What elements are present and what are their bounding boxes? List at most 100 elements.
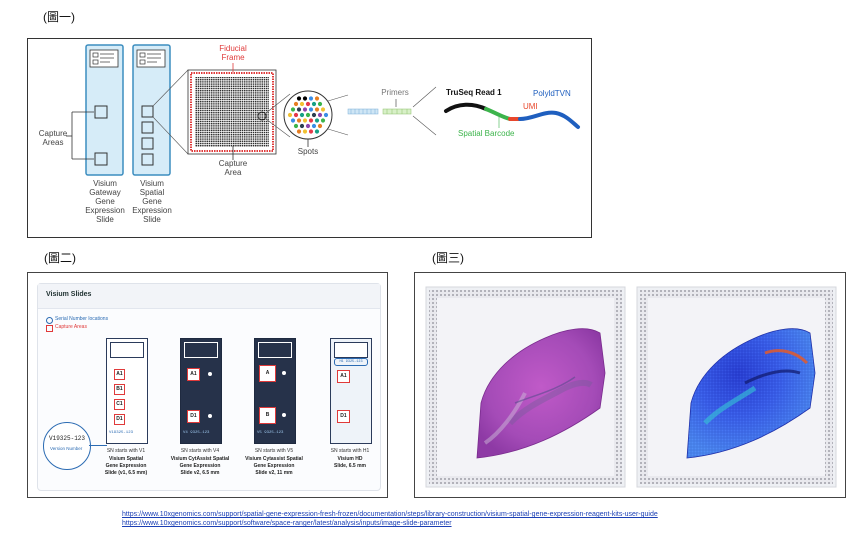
- figure-2-tag: (圖二): [44, 251, 76, 265]
- slide-v5-area-a: A: [259, 365, 276, 382]
- spot-dot: [317, 112, 323, 118]
- spot-dot: [296, 118, 302, 123]
- spot-dot: [311, 101, 317, 107]
- slide-v4-area-a1: A1: [187, 368, 200, 381]
- serial-legend-label: Serial Number locations: [55, 316, 109, 322]
- figure-3-tag: (圖三): [432, 251, 464, 265]
- spot-dot: [305, 123, 311, 129]
- capture-area-label: Capture Area: [218, 159, 248, 177]
- slide-v5: A B V5 9325-123: [254, 338, 296, 444]
- version-number-label: Version Number: [50, 446, 83, 451]
- spot-dot: [314, 129, 320, 134]
- slide-v1-serial: V19325-123: [109, 431, 134, 435]
- slide-v4-label-area: [184, 342, 218, 358]
- polyd-label: PolyldTVN: [533, 89, 571, 98]
- spot-dot: [308, 96, 314, 101]
- serial-example: V19325-123: [49, 435, 86, 442]
- slide-v5-area-b: B: [259, 407, 276, 424]
- spot-dot: [302, 96, 308, 101]
- slide-v4-name: Visium CytAssist Spatial Gene Expression…: [170, 456, 230, 476]
- slide-h1-sn: SN starts with H1: [330, 448, 370, 454]
- slide-v5-dot-2: [282, 413, 286, 417]
- spatial-slide: [132, 44, 171, 176]
- spot-dot: [299, 123, 305, 129]
- spot-dot: [314, 107, 320, 112]
- slide-v4-sn: SN starts with V4: [180, 448, 220, 454]
- spot-dot: [302, 107, 308, 112]
- spot-dot: [296, 129, 302, 134]
- primers-graphic: [347, 99, 412, 115]
- capture-legend-label: Capture Areas: [55, 324, 87, 330]
- spot-dot: [308, 129, 314, 134]
- spot-dot: [308, 118, 314, 123]
- zoom-lines: [152, 69, 189, 155]
- spot-heatmap-image: [636, 286, 837, 488]
- slide-v5-dot-1: [282, 371, 286, 375]
- he-stain-image: [425, 286, 626, 488]
- slide-v4-dot-1: [208, 372, 212, 376]
- figure-3-images: [425, 286, 837, 488]
- spot-dot: [293, 123, 299, 129]
- slide-v1-area-b1: B1: [114, 384, 125, 395]
- spot-dot: [290, 107, 296, 112]
- capture-legend-icon: [46, 325, 53, 332]
- spot-dot: [293, 101, 299, 107]
- spot-dot: [311, 123, 317, 129]
- reference-link-1[interactable]: https://www.10xgenomics.com/support/spat…: [122, 511, 658, 518]
- slide-h1-area-d1: D1: [337, 410, 350, 423]
- slide-v1-area-a1: A1: [114, 369, 125, 380]
- capture-areas-label: Capture Areas: [38, 129, 68, 147]
- visium-slides-card: Visium Slides Serial Number locations Ca…: [37, 283, 381, 491]
- serial-callout: [43, 422, 91, 470]
- card-title: Visium Slides: [46, 291, 92, 298]
- gateway-slide: [85, 44, 124, 176]
- spot-dot: [299, 101, 305, 107]
- slide-v5-name: Visium Cytassist Spatial Gene Expression…: [245, 456, 303, 476]
- slide-v5-sn: SN starts with V5: [254, 448, 294, 454]
- slide-h1: H1 9325-123 A1 D1: [330, 338, 372, 444]
- card-header: [38, 284, 380, 309]
- capture-areas-bracket: [66, 111, 94, 160]
- slide-h1-area-a1: A1: [337, 370, 350, 383]
- slide-v4-serial: V4 9325-123: [183, 431, 210, 435]
- slide-v1: A1 B1 C1 D1 V19325-123: [106, 338, 148, 444]
- fiducial-frame-label: Fiducial Frame: [219, 44, 247, 62]
- spatial-slide-label: Visium Spatial Gene Expression Slide: [132, 179, 172, 224]
- serial-legend-icon: [46, 317, 53, 324]
- slide-h1-label-area: [334, 342, 368, 358]
- spot-dot: [317, 101, 323, 107]
- slide-h1-serial: H1 9325-123: [334, 358, 368, 366]
- figure-3-panel: [414, 272, 846, 498]
- spot-dot: [305, 101, 311, 107]
- spot-dot: [305, 112, 311, 118]
- spot-dot: [293, 112, 299, 118]
- spots-circle: [283, 90, 333, 140]
- spot-dot: [308, 107, 314, 112]
- figure-1-tag: (圖一): [43, 10, 75, 24]
- spot-dot: [302, 118, 308, 123]
- figure-1-panel: Capture Areas Visium Gateway Gene Expres…: [27, 38, 592, 238]
- spot-dot: [302, 129, 308, 134]
- slide-v1-area-c1: C1: [114, 399, 125, 410]
- figure-1-diagram: [66, 44, 580, 176]
- spot-dot: [314, 118, 320, 123]
- spot-dot: [320, 107, 326, 112]
- slide-v1-label-area: [110, 342, 144, 358]
- spot-dot: [290, 118, 296, 123]
- spot-dot: [320, 118, 326, 123]
- spot-dot: [287, 112, 293, 118]
- slide-v4-dot-2: [208, 414, 212, 418]
- spot-dot: [311, 112, 317, 118]
- spots-zoom-lines: [265, 93, 291, 138]
- reference-link-2[interactable]: https://www.10xgenomics.com/support/soft…: [122, 520, 452, 527]
- spatial-barcode-label: Spatial Barcode: [458, 129, 515, 138]
- primers-label: Primers: [381, 88, 409, 97]
- truseq-label: TruSeq Read 1: [446, 88, 502, 97]
- spot-dot: [317, 123, 323, 129]
- slide-h1-name: Visium HD Slide, 6.5 mm: [334, 456, 366, 469]
- slide-v1-name: Visium Spatial Gene Expression Slide (v1…: [104, 456, 148, 476]
- slide-v5-label-area: [258, 342, 292, 358]
- slide-v1-sn: SN starts with V1: [106, 448, 146, 454]
- slide-v4-area-d1: D1: [187, 410, 200, 423]
